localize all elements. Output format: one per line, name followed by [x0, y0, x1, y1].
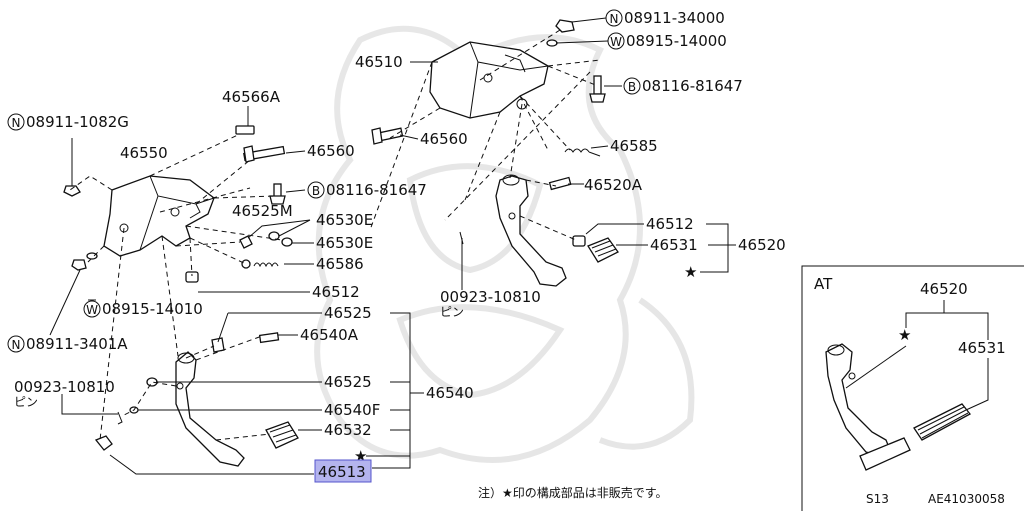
label-46532: 46532 — [324, 421, 372, 439]
prefix-w-letter: W — [610, 35, 622, 49]
label-46520-right: 46520 — [738, 236, 786, 254]
bolt-46560-top — [371, 127, 404, 145]
watermark-emblem — [314, 25, 695, 463]
nut-08911-1082G — [63, 185, 81, 197]
bracket-46550 — [103, 175, 215, 257]
clip-46525M — [239, 235, 253, 249]
stopper-46512-left — [185, 271, 199, 283]
label-46586: 46586 — [316, 255, 364, 273]
label-08116-81647-mid: 08116-81647 — [326, 181, 427, 199]
label-pin-right: ピン — [440, 305, 464, 319]
highlight-46513[interactable] — [314, 459, 372, 483]
label-pin-left: ピン — [14, 395, 38, 409]
label-46531-at: 46531 — [958, 339, 1006, 357]
label-08911-3401A: 08911-3401A — [26, 335, 128, 353]
label-figure-code: AE41030058 — [928, 492, 1005, 506]
callout-lines — [49, 17, 736, 475]
pedal-pad-46531-right — [587, 237, 619, 263]
label-46520-at: 46520 — [920, 280, 968, 298]
label-00923-10810-right: 00923-10810 — [440, 288, 541, 306]
pedal-pad-46532 — [265, 421, 299, 449]
nut-08911-34000 — [555, 19, 575, 33]
label-model: S13 — [866, 492, 889, 506]
bolt-08116-81647-left — [269, 183, 286, 205]
prefix-b-letter: B — [628, 80, 636, 94]
assembly-lines — [69, 29, 601, 441]
bolt-46560-left — [243, 145, 286, 163]
pin-00923-10810-left — [117, 411, 123, 425]
pedal-46540 — [175, 351, 245, 467]
label-08915-14000: 08915-14000 — [626, 32, 727, 50]
washer-08915-14010 — [86, 252, 98, 260]
stopper-46513 — [94, 435, 113, 451]
circle-prefix-w-08915-14000: W — [607, 32, 625, 50]
spring-46586 — [241, 259, 279, 269]
label-46550: 46550 — [120, 144, 168, 162]
circle-prefix-b-08116-81647-top: B — [623, 77, 641, 95]
washer-08915-14000 — [546, 39, 558, 47]
prefix-n-letter: N — [12, 116, 21, 130]
pedal-pad-46531-at — [913, 403, 971, 441]
circle-prefix-w-08915-14010: W — [83, 300, 101, 318]
label-46512-left: 46512 — [312, 283, 360, 301]
label-46513[interactable]: 46513 — [318, 463, 366, 481]
circle-prefix-n-08911-34000: N — [605, 9, 623, 27]
circle-prefix-b-08116-81647-mid: B — [307, 181, 325, 199]
bushing-46530E — [268, 231, 293, 247]
label-08911-34000: 08911-34000 — [624, 9, 725, 27]
footnote: 注）★印の構成部品は非販売です。 — [478, 485, 668, 500]
label-46540F: 46540F — [324, 401, 380, 419]
star-mark-46520: ★ — [684, 263, 697, 281]
label-46560-left: 46560 — [307, 142, 355, 160]
label-46540A: 46540A — [300, 326, 359, 344]
label-00923-10810-left: 00923-10810 — [14, 378, 115, 396]
bushing-46525-lower — [146, 377, 158, 387]
prefix-n-letter: N — [12, 338, 21, 352]
nut-08911-3401A — [71, 259, 87, 271]
label-46566A: 46566A — [222, 88, 281, 106]
label-46585: 46585 — [610, 137, 658, 155]
prefix-n-letter: N — [610, 12, 619, 26]
clip-46525-upper — [211, 337, 225, 353]
pedal-foot-at — [859, 437, 911, 471]
label-46560-top: 46560 — [420, 130, 468, 148]
circle-prefix-n-08911-1082G: N — [7, 113, 25, 131]
label-46512-right: 46512 — [646, 215, 694, 233]
label-08116-81647-top: 08116-81647 — [642, 77, 743, 95]
label-46520A: 46520A — [584, 176, 643, 194]
prefix-b-letter: B — [312, 184, 320, 198]
bolt-46566A — [235, 125, 255, 135]
label-46510: 46510 — [355, 53, 403, 71]
star-mark-at: ★ — [898, 326, 911, 344]
label-at: AT — [814, 275, 833, 293]
prefix-w-letter: W — [86, 303, 98, 317]
bolt-08116-81647-top — [589, 75, 606, 103]
label-46540: 46540 — [426, 384, 474, 402]
label-08915-14010: 08915-14010 — [102, 300, 203, 318]
spring-46585 — [564, 148, 601, 157]
label-46525-upper: 46525 — [324, 304, 372, 322]
pedal-46520 — [495, 174, 567, 287]
label-08911-1082G: 08911-1082G — [26, 113, 129, 131]
at-inset: AT 46520 ★ 46531 S13 AE41030058 — [801, 265, 1024, 511]
bracket-46510 — [429, 41, 549, 119]
label-46525M: 46525M — [232, 202, 293, 220]
label-46531-right: 46531 — [650, 236, 698, 254]
label-46525-lower: 46525 — [324, 373, 372, 391]
stopper-46512-right — [572, 235, 586, 247]
label-46530E-a: 46530E — [316, 211, 373, 229]
label-46530E-b: 46530E — [316, 234, 373, 252]
circle-prefix-n-08911-3401A: N — [7, 335, 25, 353]
bolt-46540A — [258, 332, 280, 344]
pedal-at — [825, 343, 891, 457]
bolt-46520A — [548, 176, 572, 191]
